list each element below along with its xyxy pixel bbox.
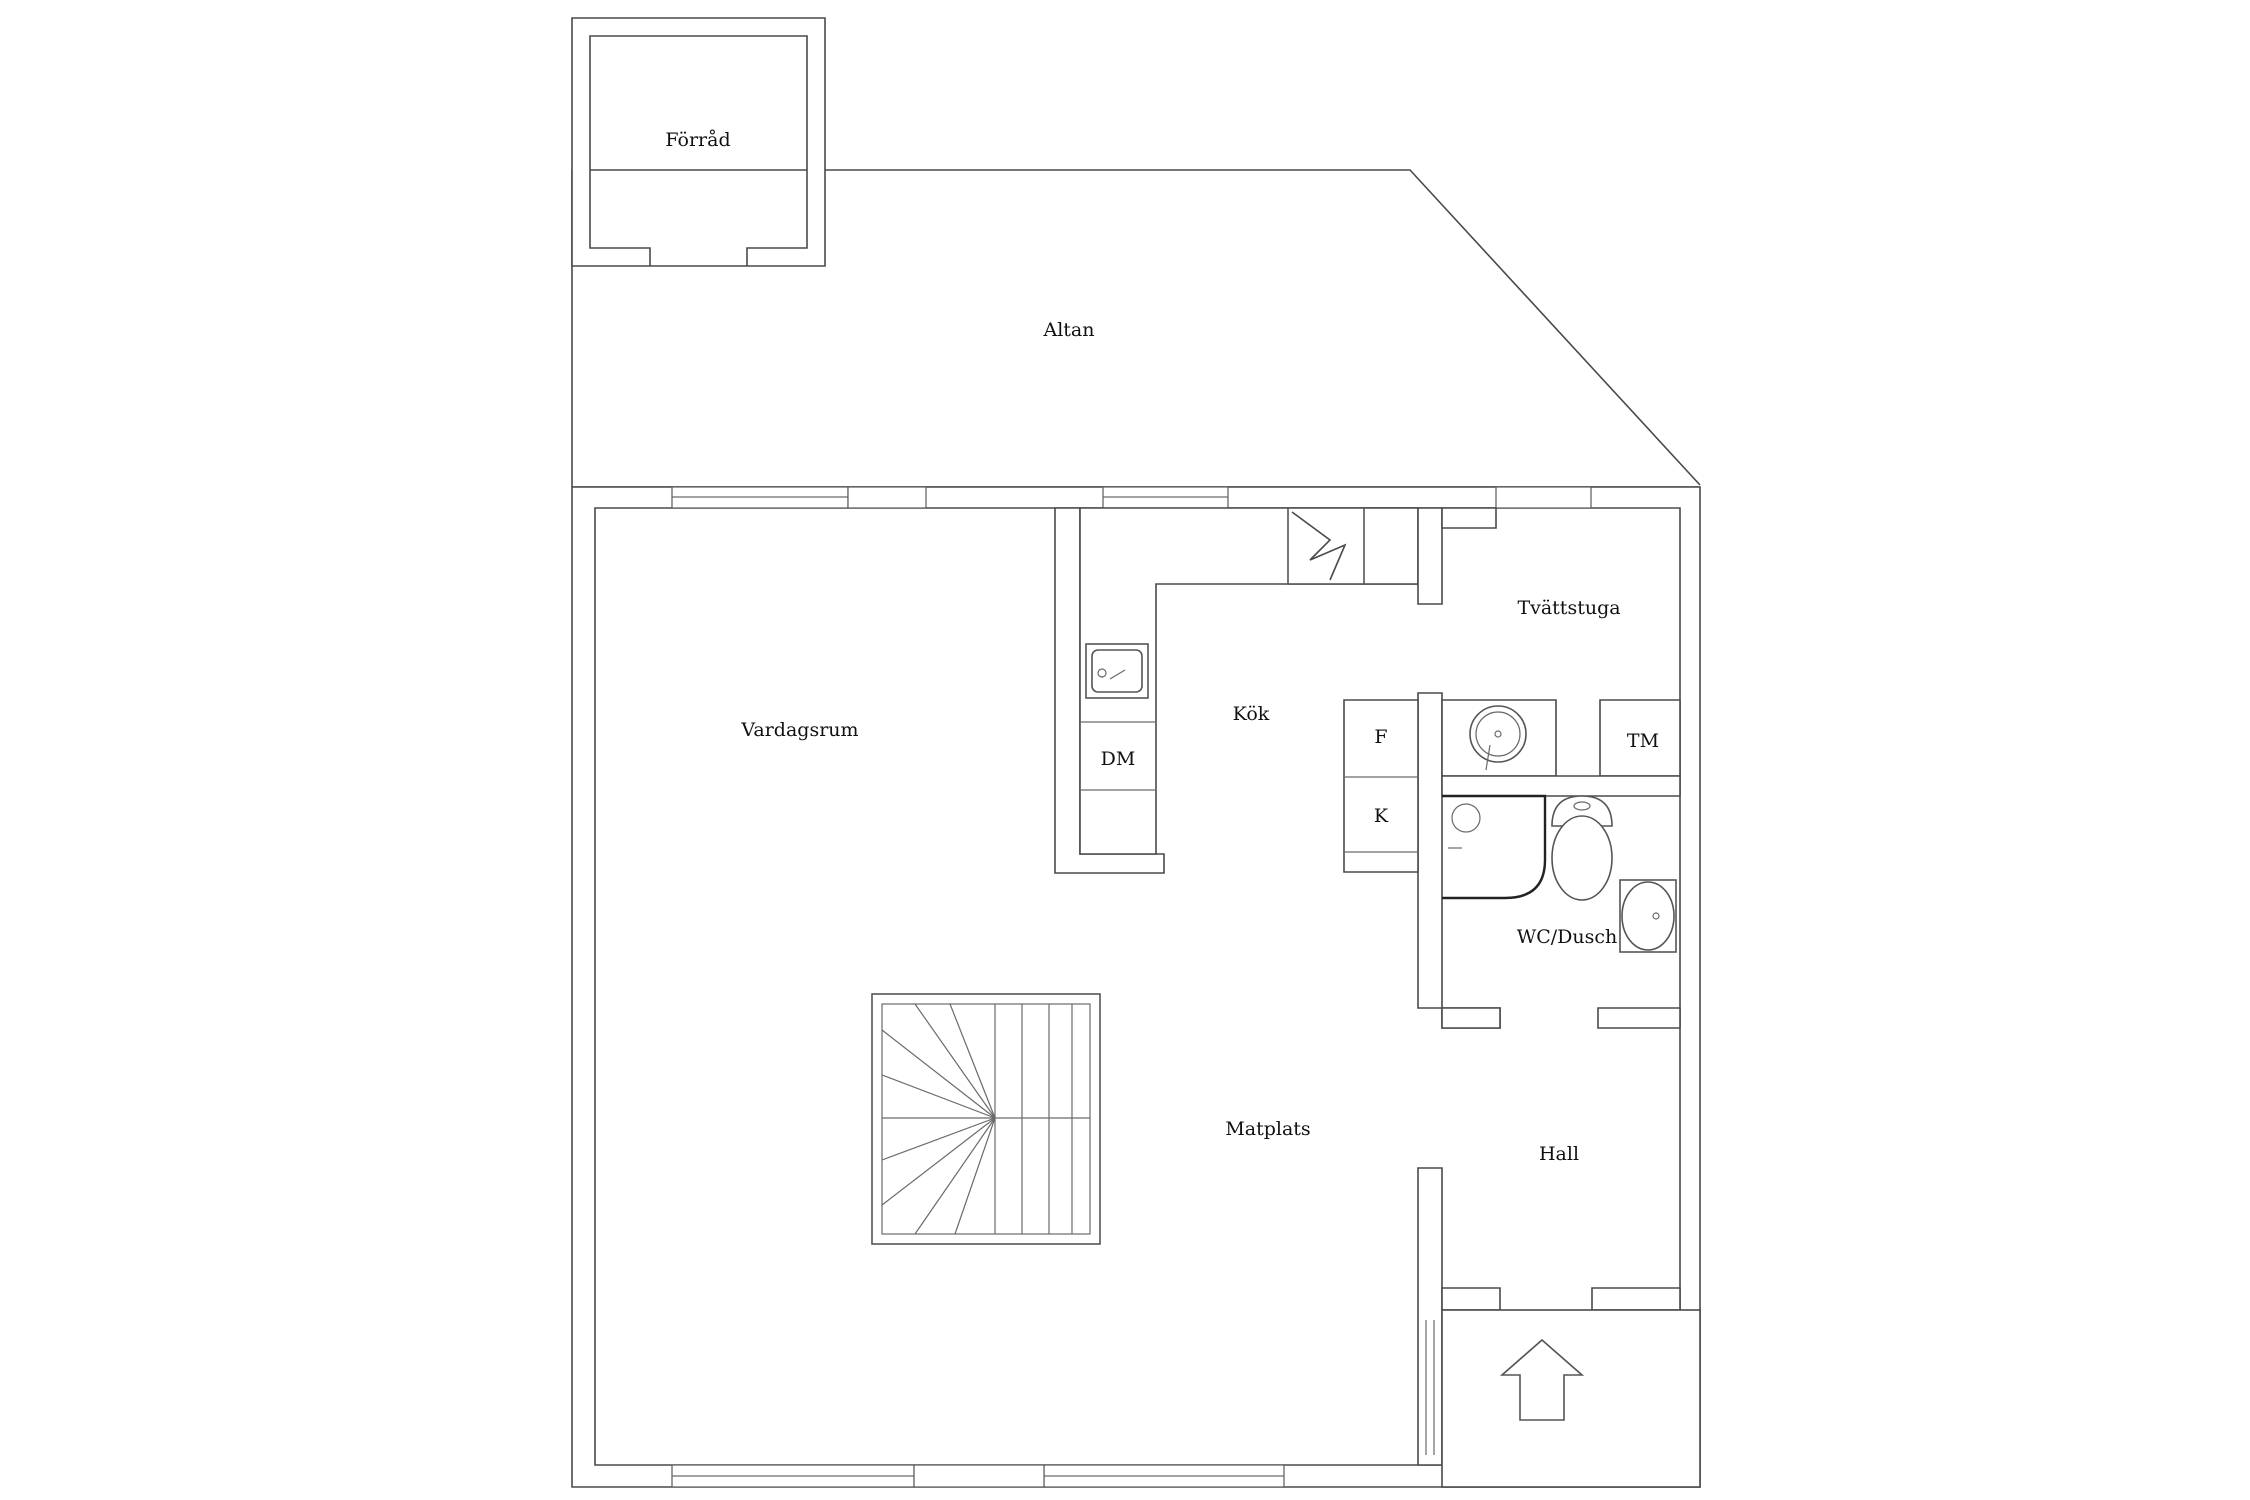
appliance-label-dm: DM bbox=[1101, 748, 1136, 770]
appliance-label-tm: TM bbox=[1627, 730, 1659, 752]
entrance-arrow-icon bbox=[1499, 1338, 1585, 1421]
appliance-label-f: F bbox=[1374, 726, 1387, 748]
windows-top bbox=[671, 486, 1592, 509]
room-label-wc-dusch: WC/Dusch bbox=[1517, 926, 1618, 948]
room-label-altan: Altan bbox=[1043, 319, 1095, 341]
toilet-icon bbox=[1551, 795, 1613, 901]
fireplace-icon bbox=[1287, 507, 1365, 585]
storage-shed bbox=[571, 17, 826, 267]
round-sink-icon bbox=[1469, 705, 1527, 771]
shower-icon bbox=[1442, 794, 1547, 900]
staircase-icon bbox=[871, 993, 1101, 1245]
room-label-forrad: Förråd bbox=[665, 129, 730, 151]
interior-walls bbox=[1054, 507, 1701, 1488]
windows-bottom bbox=[671, 1464, 1285, 1488]
altan-outline bbox=[571, 169, 1701, 488]
room-label-matplats: Matplats bbox=[1225, 1118, 1310, 1140]
room-label-kok: Kök bbox=[1233, 703, 1270, 725]
kitchen-sink-icon bbox=[1085, 643, 1149, 699]
appliance-label-k: K bbox=[1374, 805, 1389, 827]
room-label-hall: Hall bbox=[1539, 1143, 1579, 1165]
room-label-tvattstuga: Tvättstuga bbox=[1517, 597, 1620, 619]
washbasin-icon bbox=[1619, 879, 1677, 953]
room-label-vardagsrum: Vardagsrum bbox=[740, 719, 858, 741]
